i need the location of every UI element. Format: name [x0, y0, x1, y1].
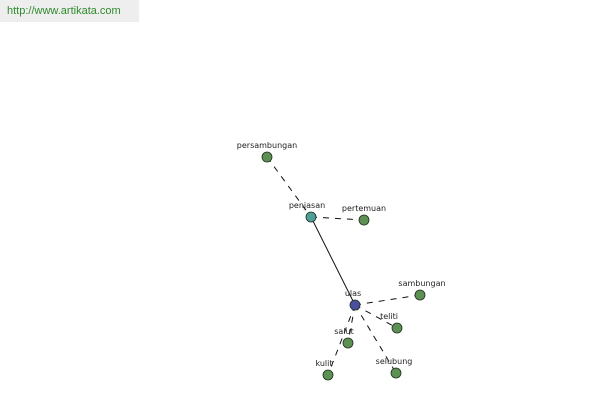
node-label-salut: salut [334, 327, 354, 336]
node-label-kulit: kulit [315, 359, 332, 368]
edge-ulas-salut [347, 304, 356, 344]
node-label-persambungan: persambungan [237, 141, 297, 150]
node-kulit[interactable]: kulit [315, 359, 334, 381]
node-label-pertemuan: pertemuan [342, 204, 386, 213]
node-dot-sambungan[interactable] [414, 289, 426, 301]
edge-ulas-kulit [327, 304, 356, 376]
edge-ulas-selubung [354, 304, 397, 374]
node-dot-salut[interactable] [342, 337, 354, 349]
node-dot-penjasan[interactable] [305, 211, 317, 223]
node-ulas[interactable]: ulas [345, 289, 361, 311]
node-sambungan[interactable]: sambungan [398, 279, 446, 301]
node-dot-kulit[interactable] [322, 369, 334, 381]
node-teliti[interactable]: teliti [380, 312, 403, 334]
node-label-ulas: ulas [345, 289, 361, 298]
edges-layer [266, 156, 421, 376]
node-penjasan[interactable]: penjasan [289, 201, 325, 223]
node-label-teliti: teliti [380, 312, 398, 321]
node-salut[interactable]: salut [334, 327, 354, 349]
node-dot-pertemuan[interactable] [358, 214, 370, 226]
node-label-penjasan: penjasan [289, 201, 325, 210]
node-pertemuan[interactable]: pertemuan [342, 204, 386, 226]
node-label-selubung: selubung [376, 357, 413, 366]
node-selubung[interactable]: selubung [376, 357, 413, 379]
node-persambungan[interactable]: persambungan [237, 141, 297, 163]
node-dot-ulas[interactable] [349, 299, 361, 311]
edge-persambungan-penjasan [266, 156, 312, 218]
edge-ulas-sambungan [354, 294, 421, 306]
node-dot-selubung[interactable] [390, 367, 402, 379]
node-label-sambungan: sambungan [398, 279, 445, 288]
nodes-layer: persambungan penjasan pertemuan ulas sambung… [237, 141, 446, 381]
node-dot-teliti[interactable] [391, 322, 403, 334]
node-dot-persambungan[interactable] [261, 151, 273, 163]
edge-penjasan-pertemuan [310, 216, 365, 221]
edge-penjasan-ulas [310, 216, 356, 306]
edge-ulas-teliti [354, 304, 398, 329]
watermark-url: http://www.artikata.com [0, 0, 139, 22]
